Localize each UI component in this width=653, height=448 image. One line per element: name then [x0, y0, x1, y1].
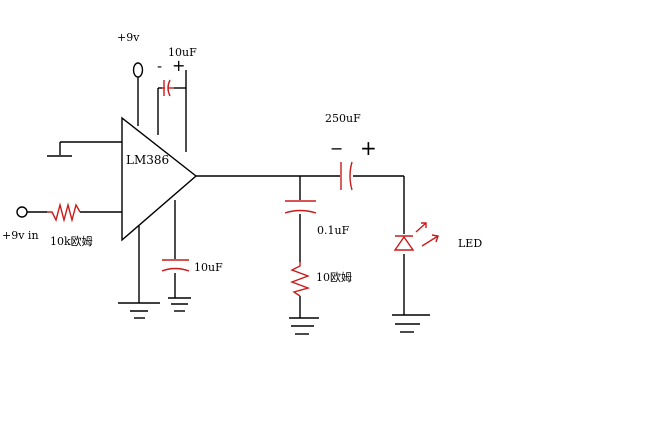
polarity-out-minus: − [330, 139, 344, 158]
label-led: LED [458, 237, 483, 250]
capacitor-top [162, 79, 174, 97]
label-resistor-zobel: 10欧姆 [316, 271, 352, 284]
label-cap-zobel: 0.1uF [317, 224, 350, 237]
label-cap-output: 250uF [325, 112, 361, 125]
polarity-top-plus: + [172, 56, 186, 75]
label-resistor-input: 10k欧姆 [50, 235, 93, 248]
led-diode [393, 222, 439, 251]
label-cap-bottom: 10uF [194, 261, 223, 274]
label-input: +9v in [2, 229, 39, 242]
lm386-amplifier [121, 116, 198, 242]
wiring [16, 62, 430, 335]
polarity-out-plus: + [360, 136, 377, 160]
polarity-top-minus: - [157, 59, 163, 75]
resistor-input [47, 202, 81, 223]
label-supply: +9v [117, 31, 140, 44]
capacitor-output [340, 161, 353, 191]
capacitor-bottom [161, 259, 190, 272]
label-chip: LM386 [126, 153, 170, 167]
resistor-zobel [290, 262, 311, 297]
input-terminal [16, 206, 28, 218]
supply-terminal [132, 62, 144, 78]
capacitor-zobel [284, 200, 317, 214]
label-cap-top: 10uF [168, 46, 197, 59]
components [47, 79, 439, 297]
